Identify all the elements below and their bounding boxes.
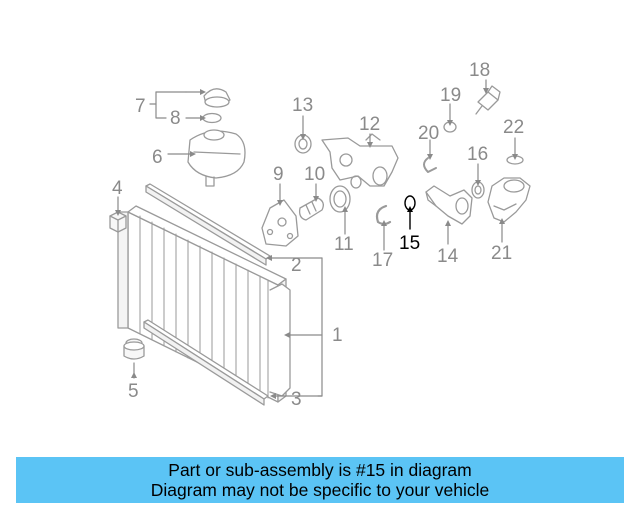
housing-part-12 [321, 133, 399, 189]
callout-11: 11 [334, 234, 354, 255]
callout-20: 20 [418, 123, 439, 144]
callout-19: 19 [440, 85, 461, 106]
radiator-part [117, 205, 291, 403]
info-banner: Part or sub-assembly is #15 in diagram D… [16, 457, 624, 503]
outlet-part-21 [487, 177, 531, 223]
clip-part-20 [423, 157, 437, 173]
callout-2: 2 [291, 255, 302, 276]
callout-4: 4 [112, 178, 123, 199]
parts-diagram: 1 2 3 4 5 6 7 8 9 10 11 12 13 14 15 16 1… [109, 60, 531, 410]
callout-12: 12 [359, 114, 380, 135]
callout-5: 5 [128, 381, 139, 402]
lower-bar-part [143, 319, 269, 406]
callout-21: 21 [491, 243, 512, 264]
leader-arrows [115, 88, 518, 399]
callout-22: 22 [503, 117, 524, 138]
callout-9: 9 [273, 164, 284, 185]
callout-15: 15 [399, 233, 420, 254]
banner-line-part: Part or sub-assembly is #15 in diagram [168, 460, 472, 480]
hose-part-10 [298, 197, 324, 221]
callout-18: 18 [469, 60, 490, 81]
callout-6: 6 [152, 147, 163, 168]
callout-1: 1 [332, 325, 343, 346]
flange-part-14 [425, 185, 473, 225]
callout-10: 10 [304, 164, 325, 185]
banner-line-disclaimer: Diagram may not be specific to your vehi… [150, 480, 490, 500]
callout-labels: 1 2 3 4 5 6 7 8 9 10 11 12 13 14 15 16 1… [112, 60, 524, 410]
upper-bar-part [145, 183, 271, 266]
leader-lines [117, 79, 516, 397]
sensor-part-18 [475, 85, 501, 115]
clip-part-17 [375, 204, 392, 226]
callout-7: 7 [135, 96, 146, 117]
mount-part-5 [123, 338, 145, 360]
gasket-part-11 [329, 185, 351, 213]
reservoir-part-6 [187, 129, 246, 187]
flange-part-9 [261, 199, 299, 247]
callout-17: 17 [372, 250, 393, 271]
callout-14: 14 [437, 246, 459, 267]
callout-13: 13 [292, 95, 313, 116]
callout-16: 16 [467, 144, 488, 165]
callout-3: 3 [291, 389, 302, 410]
callout-8: 8 [170, 108, 181, 129]
cap-part-7 [203, 88, 231, 108]
